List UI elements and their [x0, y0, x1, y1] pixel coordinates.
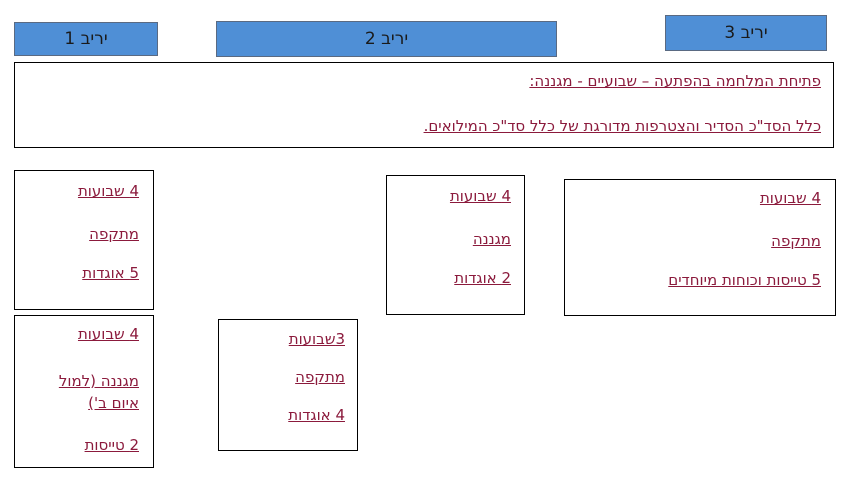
- enemy-2-top-duration[interactable]: 4 שבועות: [449, 187, 511, 205]
- enemy-3-forces[interactable]: 5 טייסות וכוחות מיוחדים: [668, 271, 821, 289]
- enemy-1-bottom-forces[interactable]: 2 טייסות: [84, 436, 139, 454]
- enemy-2-top-scenario-box: 4 שבועות מגננה 2 אוגדות: [386, 175, 525, 315]
- enemy-2-top-posture[interactable]: מגננה: [472, 230, 511, 248]
- enemy-1-top-scenario-box: 4 שבועות מתקפה 5 אוגדות: [14, 170, 154, 310]
- enemy-3-posture[interactable]: מתקפה: [771, 232, 821, 250]
- enemy-2-label: יריב 2: [364, 29, 409, 49]
- enemy-1-bottom-posture[interactable]: מגננה (למול איום ב'): [58, 372, 139, 412]
- enemy-3-label: יריב 3: [724, 23, 768, 43]
- war-opening-box: פתיחת המלחמה בהפתעה – שבועיים - מגננה: כ…: [14, 62, 834, 148]
- enemy-1-bottom-scenario-box: 4 שבועות מגננה (למול איום ב') 2 טייסות: [14, 315, 154, 468]
- enemy-2-bottom-forces[interactable]: 4 אוגדות: [288, 406, 345, 424]
- enemy-1-bottom-duration[interactable]: 4 שבועות: [77, 325, 139, 343]
- enemy-1-top-forces[interactable]: 5 אוגדות: [82, 264, 139, 282]
- enemy-3-scenario-box: 4 שבועות מתקפה 5 טייסות וכוחות מיוחדים: [564, 179, 836, 316]
- enemy-2-bottom-duration[interactable]: 3שבועות: [288, 330, 345, 348]
- enemy-3-header: יריב 3: [665, 15, 827, 51]
- enemy-1-label: יריב 1: [64, 29, 108, 49]
- enemy-1-header: יריב 1: [14, 22, 158, 56]
- enemy-2-header: יריב 2: [216, 21, 557, 57]
- war-opening-line-2[interactable]: כלל הסד"כ הסדיר והצטרפות מדורגת של כלל ס…: [423, 117, 821, 135]
- enemy-1-top-duration[interactable]: 4 שבועות: [77, 182, 139, 200]
- enemy-1-top-posture[interactable]: מתקפה: [89, 225, 139, 243]
- enemy-2-top-forces[interactable]: 2 אוגדות: [454, 269, 511, 287]
- enemy-3-duration[interactable]: 4 שבועות: [759, 189, 821, 207]
- war-opening-line-1[interactable]: פתיחת המלחמה בהפתעה – שבועיים - מגננה:: [529, 72, 821, 90]
- enemy-2-bottom-posture[interactable]: מתקפה: [295, 368, 345, 386]
- enemy-2-bottom-scenario-box: 3שבועות מתקפה 4 אוגדות: [218, 319, 358, 451]
